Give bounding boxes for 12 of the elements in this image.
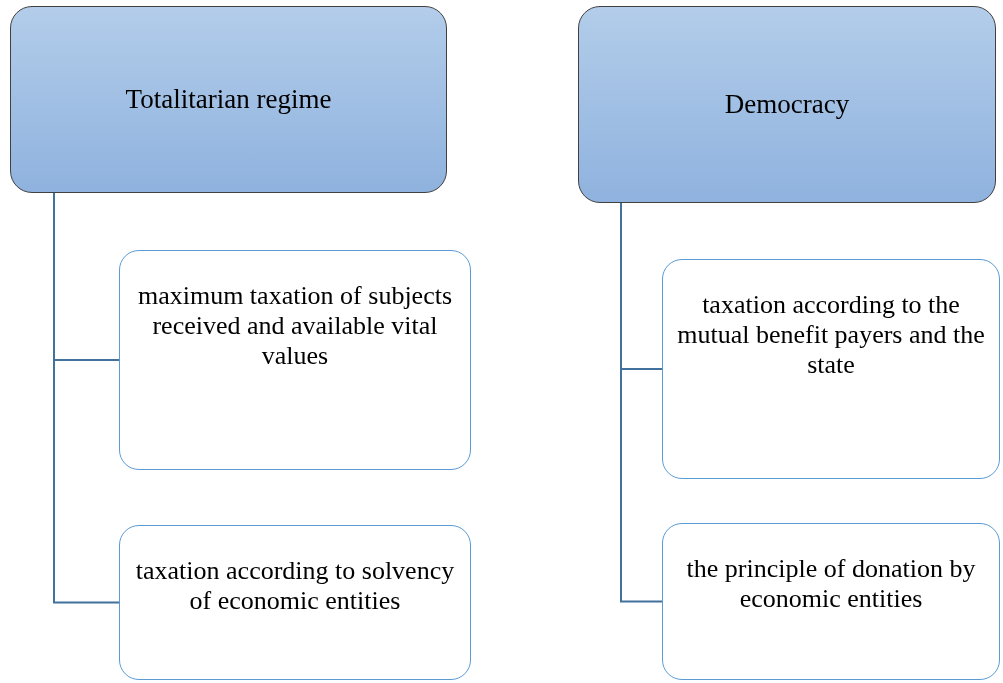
node-text: maximum taxation of subjects received and available vital values: [136, 281, 454, 371]
node-text: taxation according to the mutual benefit payers and the state: [676, 290, 986, 380]
item-box: [119, 250, 471, 470]
node-text: Democracy: [724, 89, 850, 120]
node-text: the principle of donation by economic entities: [685, 554, 977, 614]
header-box: [10, 6, 447, 193]
item-box: [662, 259, 1000, 479]
item-box: [662, 523, 1000, 680]
header-box: [578, 6, 996, 203]
item-box: [119, 525, 471, 680]
node-text: Totalitarian regime: [125, 84, 332, 115]
node-text: taxation according to solvency of economic entities: [134, 556, 456, 616]
